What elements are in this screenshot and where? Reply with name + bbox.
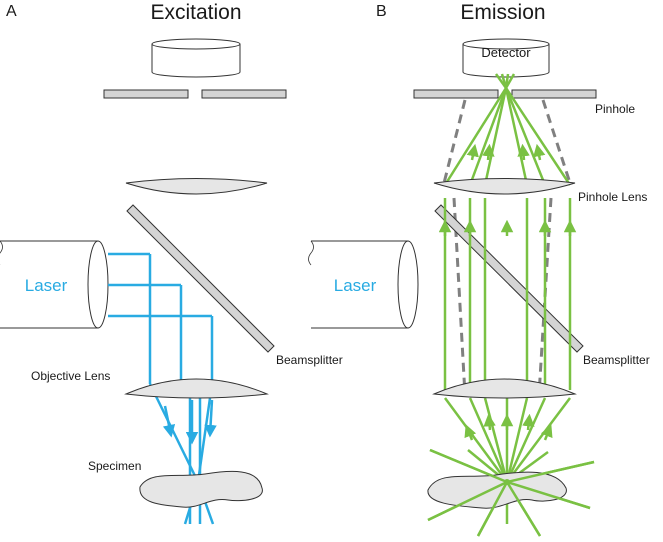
detector-b xyxy=(462,38,550,78)
panel-letter-a: A xyxy=(6,3,17,20)
focal-point xyxy=(504,479,510,485)
laser-a xyxy=(0,240,109,329)
beamsplitter-label-b: Beamsplitter xyxy=(583,353,650,367)
specimen-a xyxy=(139,470,263,508)
detector-a xyxy=(151,38,241,78)
beamsplitter-a xyxy=(126,204,275,353)
out-of-focus-light xyxy=(442,99,572,396)
panel-emission: B Emission Detector Pinhole Laser xyxy=(308,1,650,537)
objective-lens-a xyxy=(124,378,269,399)
pinhole-lens-label: Pinhole Lens xyxy=(578,190,647,204)
panel-excitation: A Excitation Laser Beamsplitter xyxy=(0,1,343,525)
objective-lens-b xyxy=(432,378,577,399)
panel-letter-b: B xyxy=(376,3,387,20)
detector-label: Detector xyxy=(481,45,531,60)
pinhole-b xyxy=(413,89,597,99)
laser-label-b: Laser xyxy=(334,276,377,295)
emission-focus-rays xyxy=(427,448,595,537)
beamsplitter-label-a: Beamsplitter xyxy=(276,353,343,367)
specimen-b xyxy=(427,471,567,509)
objective-lens-label-a: Objective Lens xyxy=(31,369,110,383)
emission-title: Emission xyxy=(460,1,545,24)
pinhole-lens-b xyxy=(433,178,576,195)
specimen-label-a: Specimen xyxy=(88,459,141,473)
pinhole-label: Pinhole xyxy=(595,102,635,116)
laser-b xyxy=(308,240,419,329)
pinhole-lens-a xyxy=(125,178,268,195)
excitation-title: Excitation xyxy=(150,1,241,24)
pinhole-a xyxy=(103,89,287,99)
laser-label-a: Laser xyxy=(25,276,68,295)
